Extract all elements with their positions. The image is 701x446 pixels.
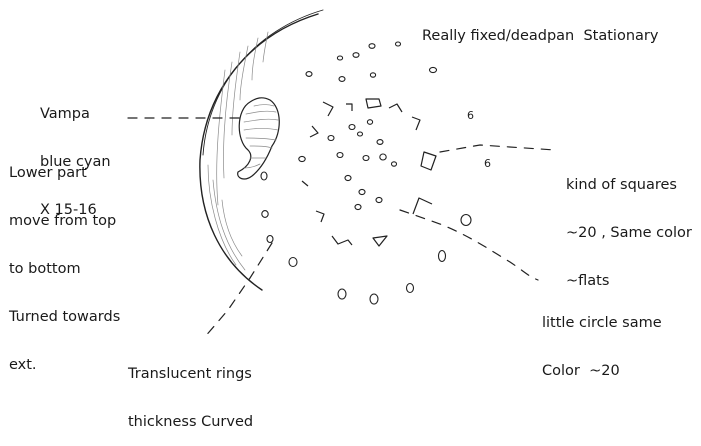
leader-circles [400, 210, 538, 280]
circle-mark [370, 73, 375, 77]
squares-line: ~20 , Same color [566, 225, 692, 241]
circle-mark [392, 162, 397, 166]
squares-note: kind of squares ~20 , Same color ~flats [566, 145, 692, 305]
circle-mark [355, 204, 361, 209]
circle-mark [396, 42, 401, 46]
circle-mark [339, 77, 345, 82]
vampa-figure [238, 98, 280, 179]
planet-arc [200, 10, 323, 290]
square-mark [302, 181, 308, 186]
circles-note: little circle same Color ~20 [542, 283, 662, 395]
circle-mark [363, 156, 369, 161]
circles-line: Color ~20 [542, 363, 662, 379]
circle-mark [261, 172, 267, 180]
circle-mark [439, 251, 446, 262]
circles-line: little circle same [542, 315, 662, 331]
sketch-digit: 6 [467, 109, 474, 122]
square-mark [316, 211, 324, 222]
square-mark [421, 152, 436, 170]
circle-mark [262, 211, 268, 218]
square-mark [413, 198, 432, 214]
circle-mark [337, 153, 343, 158]
square-mark [332, 236, 352, 245]
rings-note: Translucent rings thickness Curved [128, 334, 253, 446]
circle-mark [369, 44, 375, 49]
circle-mark [377, 140, 383, 145]
leader-squares [440, 145, 555, 152]
circle-mark [267, 236, 273, 243]
circle-mark [461, 215, 471, 226]
square-mark [412, 117, 420, 130]
square-mark [366, 99, 381, 108]
sketch-digit: 6 [484, 157, 491, 170]
circle-mark [376, 197, 382, 202]
lower-part-line: Turned towards [9, 309, 120, 325]
circle-mark [349, 125, 355, 130]
vampa-line: Vampa [40, 106, 111, 122]
squares-line: kind of squares [566, 177, 692, 193]
square-mark [373, 236, 387, 246]
circle-mark [358, 132, 363, 136]
lower-part-line: move from top [9, 213, 120, 229]
circle-mark [353, 53, 359, 58]
circle-mark [299, 156, 305, 161]
little-circles [261, 42, 471, 304]
circle-mark [367, 120, 372, 125]
square-mark [346, 104, 352, 111]
square-mark [310, 126, 318, 137]
lower-part-line: Lower part [9, 165, 120, 181]
circle-mark [289, 258, 297, 267]
top-right-note: Really fixed/deadpan Stationary [422, 0, 658, 60]
circle-mark [430, 67, 437, 72]
circle-mark [328, 136, 334, 141]
lower-part-line: to bottom [9, 261, 120, 277]
circle-mark [359, 189, 365, 194]
flat-squares [302, 99, 436, 246]
lower-part-note: Lower part move from top to bottom Turne… [9, 133, 120, 389]
circle-mark [338, 289, 346, 299]
circle-mark [337, 56, 342, 60]
circle-mark [370, 294, 378, 304]
circle-mark [345, 175, 351, 180]
rings-line: thickness Curved [128, 414, 253, 430]
top-right-note-text: Really fixed/deadpan Stationary [422, 28, 658, 44]
circle-mark [380, 154, 386, 160]
circle-mark [306, 72, 312, 77]
rings-line: Translucent rings [128, 366, 253, 382]
square-mark [389, 104, 402, 112]
square-mark [323, 102, 333, 116]
circle-mark [407, 284, 414, 293]
